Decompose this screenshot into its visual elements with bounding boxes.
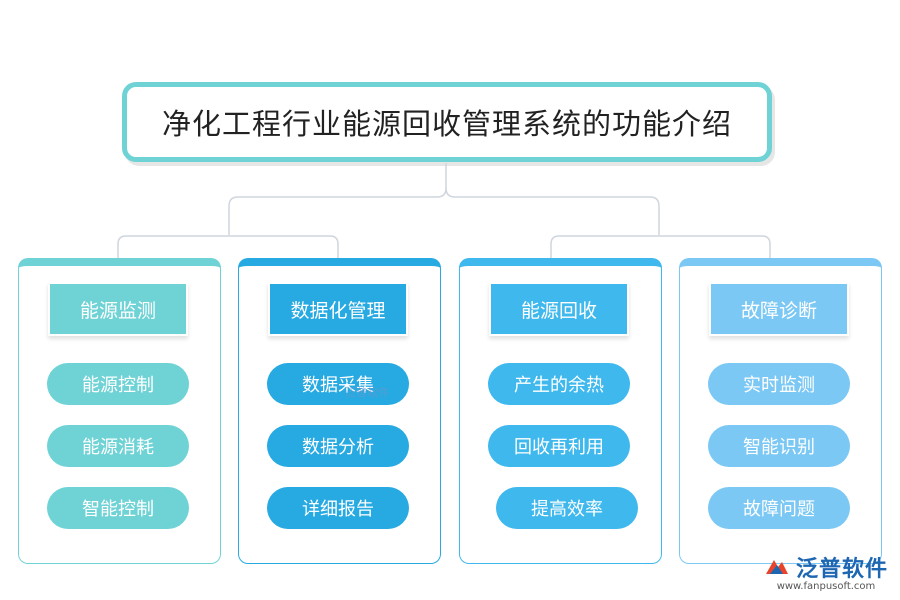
column-item: 智能控制 [47, 487, 189, 529]
column-item: 产生的余热 [488, 363, 630, 405]
column-item: 回收再利用 [488, 425, 630, 467]
connector-left-pair [117, 235, 339, 258]
column-energy-monitoring: 能源监测 能源控制 能源消耗 智能控制 [18, 258, 221, 564]
diagram-title: 净化工程行业能源回收管理系统的功能介绍 [161, 107, 732, 141]
column-item: 故障问题 [708, 487, 850, 529]
diagram-title-box: 净化工程行业能源回收管理系统的功能介绍 [122, 82, 772, 162]
column-item: 详细报告 [267, 487, 409, 529]
column-header: 故障诊断 [709, 282, 849, 336]
column-item: 能源消耗 [47, 425, 189, 467]
column-fault-diagnosis: 故障诊断 实时监测 智能识别 故障问题 [679, 258, 882, 564]
connector-trunk-right [445, 187, 660, 235]
column-header: 数据化管理 [268, 282, 408, 336]
column-energy-recovery: 能源回收 产生的余热 回收再利用 提高效率 [459, 258, 662, 564]
connector-trunk [228, 163, 447, 235]
brand-logo: 泛普软件 www.fanpusoft.com [764, 551, 888, 592]
column-item: 智能识别 [708, 425, 850, 467]
column-item: 能源控制 [47, 363, 189, 405]
connector-right-pair [550, 235, 771, 258]
column-header: 能源监测 [48, 282, 188, 336]
column-item: 数据采集 [267, 363, 409, 405]
column-data-management: 数据化管理 数据采集 数据分析 详细报告 [238, 258, 441, 564]
watermark-text: 泛普软件 [345, 386, 389, 399]
brand-mark-icon [765, 560, 788, 574]
column-item: 数据分析 [267, 425, 409, 467]
column-header: 能源回收 [489, 282, 629, 336]
brand-name: 泛普软件 [795, 557, 888, 582]
column-item: 提高效率 [496, 487, 638, 529]
brand-url: www.fanpusoft.com [776, 581, 876, 592]
column-item: 实时监测 [708, 363, 850, 405]
